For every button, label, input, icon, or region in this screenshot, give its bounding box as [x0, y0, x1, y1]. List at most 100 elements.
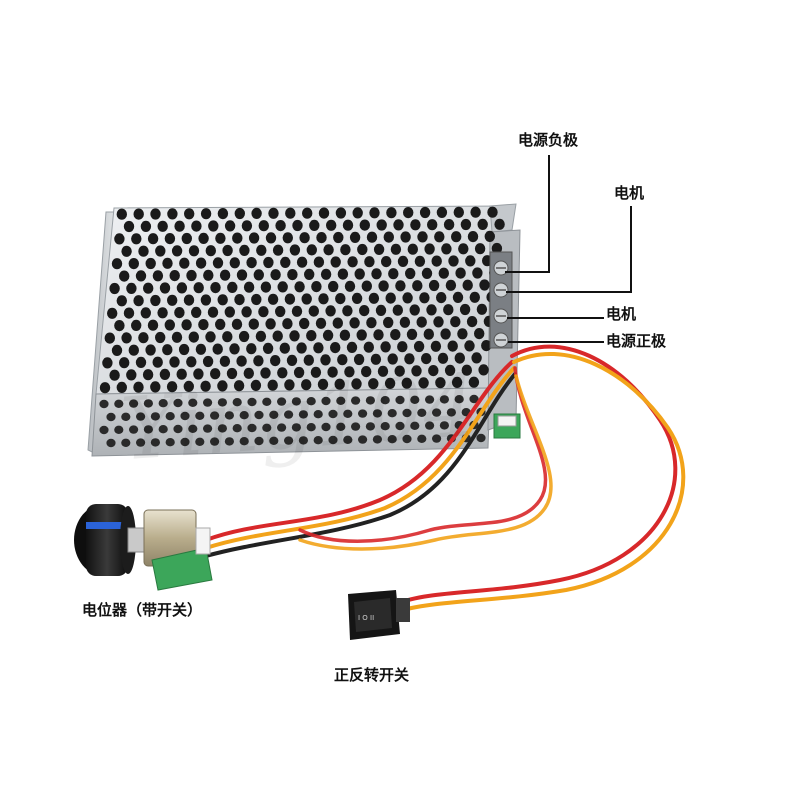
vent-hole [284, 293, 296, 305]
vent-hole [392, 304, 403, 316]
vent-hole [476, 303, 488, 315]
vent-hole [416, 316, 427, 328]
vent-hole [236, 355, 247, 367]
vent-hole [361, 366, 372, 378]
vent-hole [152, 270, 164, 282]
vent-hole [135, 270, 147, 282]
vent-hole [217, 208, 229, 220]
vent-hole [419, 292, 430, 304]
vent-hole [344, 366, 355, 378]
vent-hole [102, 357, 113, 369]
vent-hole [313, 436, 323, 445]
vent-hole [440, 328, 451, 340]
vent-hole [280, 256, 291, 268]
vent-hole [165, 412, 175, 421]
vent-hole [195, 257, 207, 269]
vent-hole [337, 354, 348, 366]
vent-hole [143, 399, 153, 408]
vent-hole [298, 436, 308, 445]
vent-hole [287, 269, 298, 281]
vent-hole [380, 396, 390, 405]
vent-hole [394, 365, 405, 377]
vent-hole [376, 219, 387, 231]
vent-hole [487, 206, 498, 218]
vent-hole [311, 281, 322, 293]
watermark: Ying104 [118, 356, 481, 481]
vent-hole [459, 303, 471, 316]
vent-hole [178, 343, 190, 356]
vent-hole [395, 280, 406, 292]
vent-hole [397, 341, 408, 353]
vent-hole [248, 318, 259, 330]
vent-hole [250, 379, 262, 391]
vent-hole [328, 280, 339, 293]
vent-hole [407, 243, 418, 255]
vent-hole [298, 410, 308, 419]
vent-hole [318, 207, 330, 219]
vent-hole [284, 410, 294, 419]
vent-hole [121, 332, 132, 344]
vent-hole [378, 280, 389, 292]
vent-hole [219, 355, 231, 367]
vent-hole [302, 207, 313, 219]
vent-hole [186, 356, 197, 368]
vent-hole [309, 219, 320, 231]
vent-hole [224, 220, 236, 232]
vent-hole [243, 281, 255, 293]
vent-hole [239, 437, 249, 446]
vent-hole [277, 281, 288, 293]
vent-hole [357, 243, 368, 256]
vent-hole [479, 279, 490, 291]
vent-hole [165, 438, 175, 447]
vent-hole [388, 268, 399, 280]
vent-hole [336, 396, 346, 405]
vent-hole [155, 331, 166, 344]
vent-hole [406, 328, 418, 340]
vent-hole [284, 436, 294, 445]
vent-hole [451, 376, 463, 388]
vent-hole [323, 244, 334, 256]
vent-hole [116, 381, 128, 393]
vent-hole [183, 294, 195, 306]
vent-hole [173, 424, 183, 434]
vent-hole [241, 220, 253, 232]
vent-hole [383, 316, 394, 329]
vent-hole [310, 366, 322, 378]
vent-hole [198, 232, 209, 244]
vent-hole [346, 341, 358, 353]
vent-hole [432, 434, 442, 443]
vent-hole [227, 281, 238, 293]
vent-hole [269, 410, 279, 419]
vent-hole [291, 423, 301, 432]
vent-hole [195, 437, 205, 446]
vent-hole [306, 423, 316, 432]
vent-hole [174, 307, 185, 319]
vent-hole [330, 256, 341, 268]
vent-hole [186, 269, 197, 282]
vent-hole [195, 411, 205, 420]
vent-hole [258, 306, 269, 318]
vent-hole [114, 425, 124, 434]
vent-hole [202, 355, 214, 368]
vent-hole [180, 437, 190, 447]
vent-hole [282, 318, 293, 330]
vent-hole [140, 220, 152, 232]
vent-hole [402, 292, 413, 304]
vent-hole [143, 425, 153, 434]
label-motor-terminal-2: 电机 [606, 305, 637, 323]
vent-hole [275, 305, 286, 318]
vent-hole [109, 282, 120, 295]
vent-hole [131, 233, 142, 245]
vent-hole [184, 208, 195, 220]
vent-hole [107, 307, 118, 319]
vent-hole [128, 344, 139, 356]
vent-hole [142, 369, 154, 381]
vent-hole [432, 408, 442, 417]
vent-hole [371, 268, 382, 280]
vent-hole [352, 207, 363, 219]
vent-hole [126, 282, 137, 294]
vent-hole [291, 397, 301, 406]
vent-hole [474, 328, 485, 340]
vent-hole [481, 340, 492, 352]
vent-hole [269, 436, 279, 445]
